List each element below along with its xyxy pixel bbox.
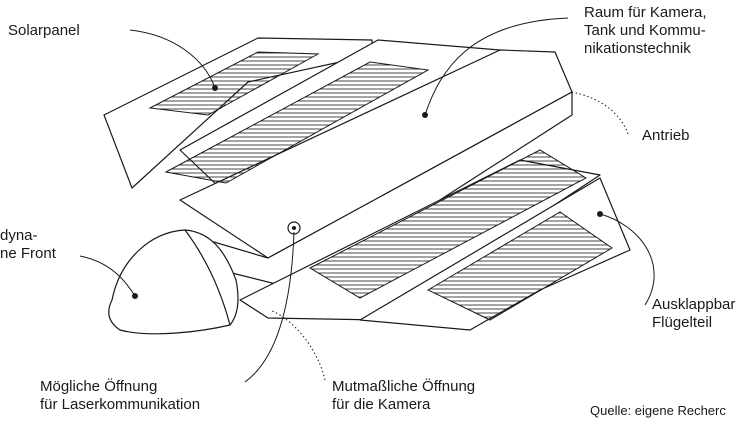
label-front: dyna- ne Front: [0, 227, 56, 262]
fuselage-top: [179, 49, 573, 259]
nose-rim: [184, 229, 231, 326]
aerodynamic-nose: [108, 229, 239, 335]
leader-antrieb: [571, 91, 629, 135]
leader-laser: [244, 231, 295, 383]
label-antrieb: Antrieb: [642, 127, 690, 144]
label-solarpanel: Solarpanel: [8, 22, 80, 39]
label-raum: Raum für Kamera, Tank und Kommu- nikatio…: [584, 4, 707, 57]
source-note: Quelle: eigene Recherc: [590, 403, 726, 418]
solar-panel-lower-2: [426, 211, 613, 321]
leader-front: [79, 255, 136, 297]
label-laser: Mögliche Öffnung für Laserkommunikation: [40, 378, 201, 413]
leader-raum: [424, 17, 569, 116]
leader-solarpanel: [129, 29, 216, 89]
label-kamera: Mutmaßliche Öffnung für die Kamera: [332, 378, 476, 413]
solar-panel-upper-1: [148, 51, 320, 116]
leader-ausklapp: [599, 213, 655, 306]
leader-kamera: [269, 309, 326, 381]
label-ausklapp: Ausklappbar Flügelteil: [652, 296, 736, 331]
solar-panel-upper-2: [164, 61, 430, 184]
solar-panel-lower-1: [308, 149, 588, 299]
